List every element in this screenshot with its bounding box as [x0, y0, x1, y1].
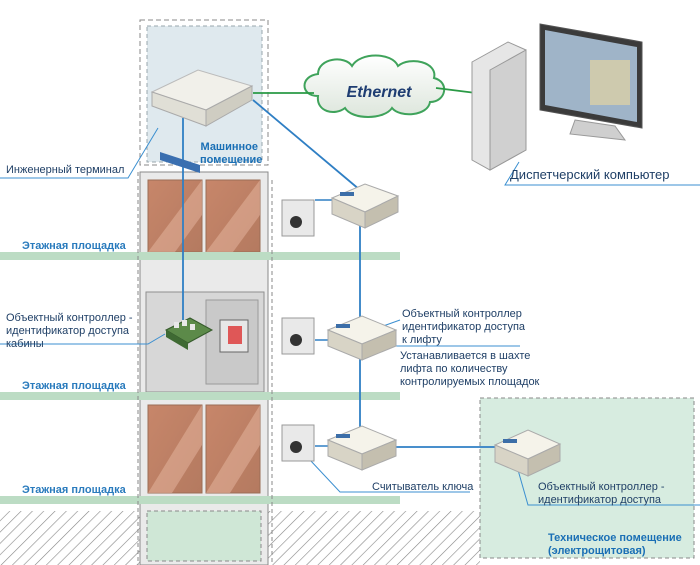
tech-controller-label-line-1: Объектный контроллер - [538, 481, 665, 493]
cabin-controller-board [164, 317, 214, 350]
tech-room-label-line-2: (электрощитовая) [548, 545, 646, 557]
floor-landing-label-2: Этажная площадка [22, 380, 126, 392]
landing-3 [0, 496, 400, 504]
shaft-pit [146, 510, 262, 562]
controller-floor-3 [326, 425, 398, 471]
key-reader-2 [281, 317, 315, 355]
shaft-note-line-2: лифта по количеству [400, 363, 508, 375]
shaft-note-line-3: контролируемых площадок [400, 376, 540, 388]
elevator-controller-label-line-1: Объектный контроллер [402, 308, 522, 320]
engineering-terminal-label: Инженерный терминал [6, 164, 125, 176]
key-reader-1 [281, 199, 315, 237]
elevator-controller-label: Объектный контроллер идентификатор досту… [402, 308, 525, 347]
machine-room-label: Машинное помещение [200, 141, 263, 167]
elevator-controller-label-line-2: идентификатор доступа [402, 321, 526, 333]
elevator-controller-label-line-3: к лифту [402, 334, 442, 346]
cabin-controller-label: Объектный контроллер - идентификатор дос… [6, 312, 133, 351]
floor-landing-label-3: Этажная площадка [22, 484, 126, 496]
floor-landing-label-1: Этажная площадка [22, 240, 126, 252]
landing-1 [0, 252, 400, 260]
floor-doors-bottom [147, 404, 261, 494]
cabin-controller-label-line-1: Объектный контроллер - [6, 312, 133, 324]
cabin-controller-label-line-2: идентификатор доступа [6, 325, 130, 337]
tech-room [479, 397, 695, 559]
controller-tech-room [493, 429, 562, 477]
cabin-controller-label-line-3: кабины [6, 338, 44, 350]
tech-controller-label-line-2: идентификатор доступа [538, 494, 662, 506]
dispatcher-computer [471, 23, 643, 171]
machine-room-label-line-2: помещение [200, 154, 263, 166]
landing-2 [0, 392, 400, 400]
bus-terminal-to-controller [252, 99, 361, 191]
controller-floor-1 [330, 183, 400, 229]
controller-floor-2 [326, 315, 398, 361]
floor-doors-top [147, 179, 261, 253]
tech-room-label-line-1: Техническое помещение [548, 532, 682, 544]
key-reader-label: Считыватель ключа [372, 481, 474, 493]
shaft-note-line-1: Устанавливается в шахте [400, 350, 531, 362]
engineering-terminal-device [150, 69, 254, 173]
ethernet-label: Ethernet [346, 84, 412, 101]
dispatcher-pc-label: Диспетчерский компьютер [510, 167, 670, 182]
tech-room-label: Техническое помещение (электрощитовая) [548, 532, 682, 558]
key-reader-3 [281, 424, 315, 462]
shaft-note: Устанавливается в шахте лифта по количес… [400, 350, 539, 389]
machine-room-label-line-1: Машинное [200, 141, 258, 153]
ethernet-cloud [303, 54, 445, 118]
tech-controller-label: Объектный контроллер - идентификатор дос… [538, 481, 665, 507]
